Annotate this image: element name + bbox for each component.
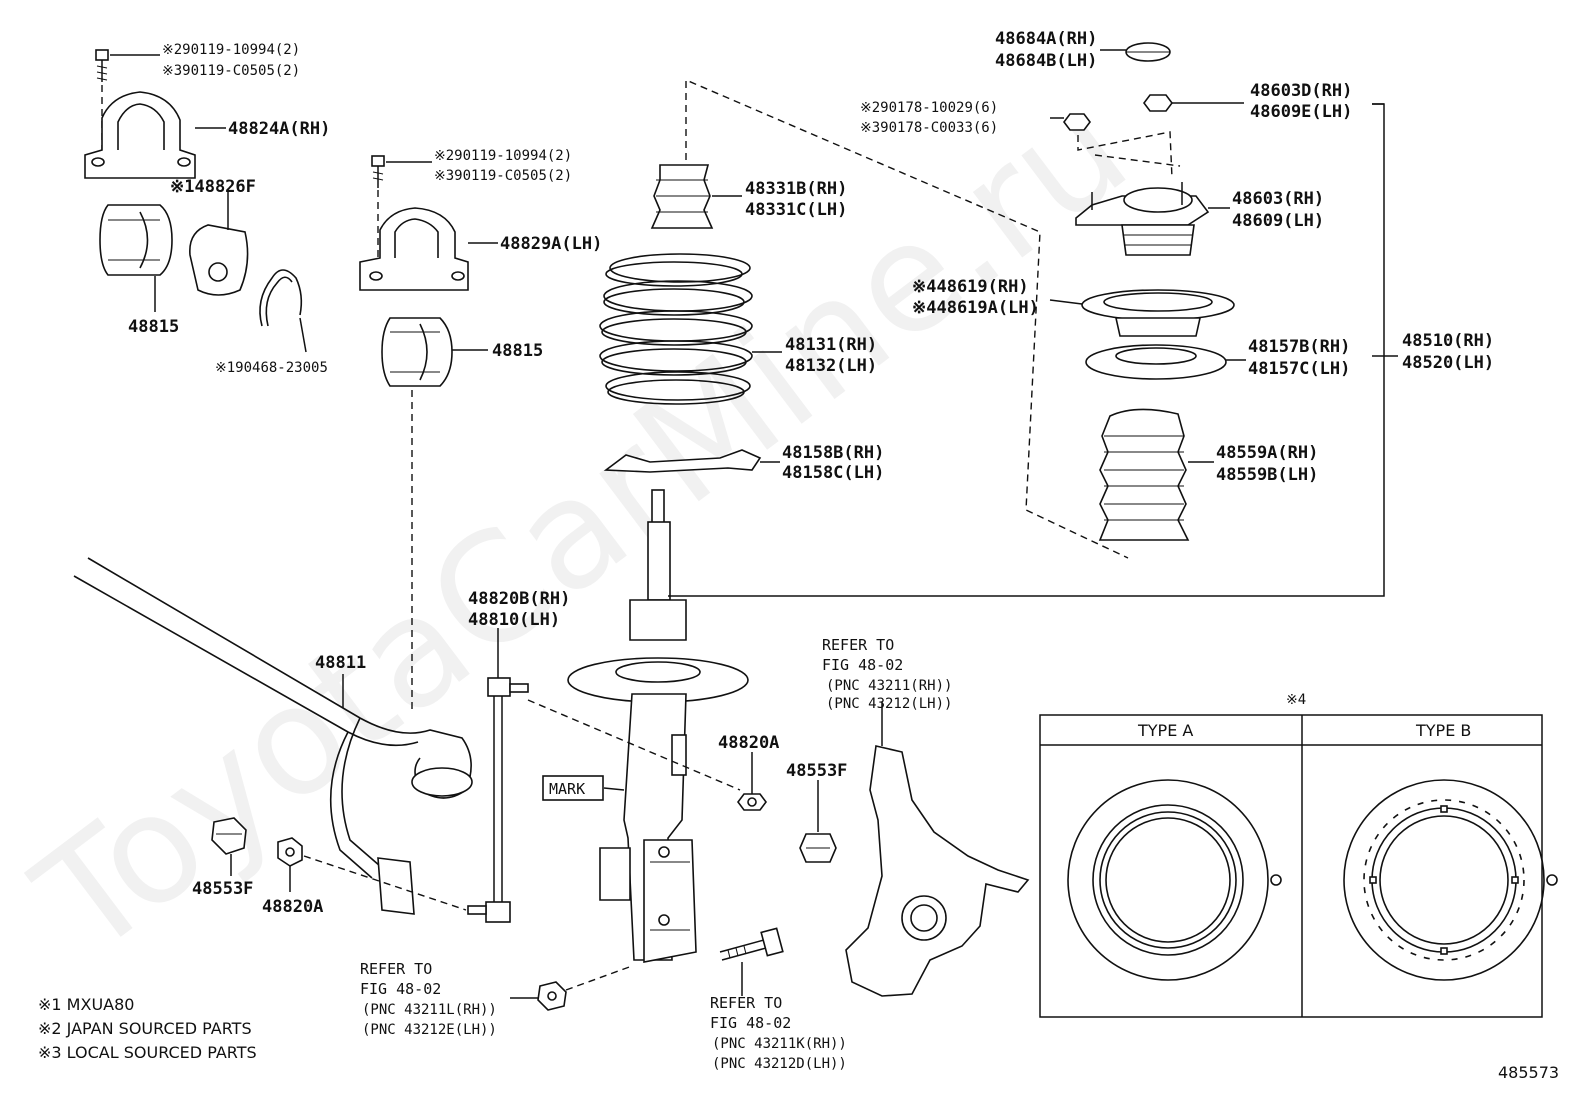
bearing-type-a-drawing [1067, 779, 1282, 981]
cap-label-b: 48684B(LH) [995, 51, 1097, 71]
bumper-label-a: 48331B(RH) [745, 179, 847, 199]
ref-bottom-right-line3: (PNC 43211K(RH)) [712, 1036, 847, 1052]
cap-label-a: 48684A(RH) [995, 29, 1097, 49]
insulator-label-a: 48158B(RH) [782, 443, 884, 463]
boot-label-b: 48559B(LH) [1216, 465, 1318, 485]
assy-label-b: 48520(LH) [1402, 353, 1494, 373]
ref-bottom-right-line1: REFER TO [710, 994, 782, 1012]
link-label-b: 48810(LH) [468, 610, 560, 630]
bushing-middle-label: 48815 [492, 341, 543, 361]
bumper-label-b: 48331C(LH) [745, 200, 847, 220]
insulator-label-b: 48158C(LH) [782, 463, 884, 483]
stabilizer-link [467, 677, 529, 923]
bump-stopper [650, 164, 714, 229]
boot-label-a: 48559A(RH) [1216, 443, 1318, 463]
spring-label-a: 48131(RH) [785, 335, 877, 355]
knuckle-reference: REFER TO FIG 48-02 (PNC 43211(RH)) (PNC … [822, 636, 952, 712]
ref-knuckle-line4: (PNC 43212(LH)) [826, 696, 952, 712]
link-label-a: 48820B(RH) [468, 589, 570, 609]
ref-bottom-right-line4: (PNC 43212D(LH)) [712, 1056, 847, 1072]
upper-spring-insulator [1085, 344, 1227, 380]
bolt-left [95, 49, 109, 82]
ref-knuckle-line3: (PNC 43211(RH)) [826, 678, 952, 694]
legend-note-3: ※3 LOCAL SOURCED PARTS [38, 1043, 257, 1062]
type-box-mark: ※4 [1286, 692, 1306, 708]
upper-ins-label-a: 48157B(RH) [1248, 337, 1350, 357]
bushing-cover-label: ※148826F [170, 177, 256, 197]
ref-bottom-left-line1: REFER TO [360, 960, 432, 978]
lower-spring-insulator [603, 449, 762, 473]
type-a-header: TYPE A [1137, 721, 1193, 740]
dust-boot [1098, 408, 1190, 541]
strut-upper-support [1075, 182, 1210, 256]
left-nut-label-a: 48553F [192, 879, 253, 899]
support-label-b: 48609(LH) [1232, 211, 1324, 231]
support-label-a: 48603(RH) [1232, 189, 1324, 209]
left-nut-label-b: 48820A [262, 897, 323, 917]
mark-label: MARK [549, 780, 585, 798]
diagram-id: 485573 [1498, 1063, 1559, 1082]
knuckle-flange-nut [799, 833, 837, 863]
suspension-bearing [1081, 289, 1235, 337]
strut-lower-nut [537, 981, 567, 1011]
stabilizer-bracket-rh [84, 91, 196, 179]
legend-note-2: ※2 JAPAN SOURCED PARTS [38, 1019, 252, 1038]
upper-lock-nut [1143, 94, 1173, 112]
ref-bottom-left-line2: FIG 48-02 [360, 980, 441, 998]
ref-bottom-right-line2: FIG 48-02 [710, 1014, 791, 1032]
bolt-middle [371, 155, 385, 188]
left-link-nut [277, 837, 303, 867]
bearing-type-box: ※4 TYPE A TYPE B [1039, 692, 1558, 1018]
bracket-rh-label: 48824A(RH) [228, 119, 330, 139]
mount-nut-label-a: ※290178-10029(6) [860, 100, 998, 116]
knuckle-nut-label: 48553F [786, 761, 847, 781]
bearing-label-b: ※448619A(LH) [912, 298, 1039, 318]
retaining-clip [259, 269, 303, 327]
bushing-left-label: 48815 [128, 317, 179, 337]
stabilizer-bracket-lh [359, 207, 469, 291]
type-b-header: TYPE B [1415, 721, 1471, 740]
footnote-legend: ※1 MXUA80 ※2 JAPAN SOURCED PARTS ※3 LOCA… [38, 995, 257, 1062]
legend-note-1: ※1 MXUA80 [38, 995, 134, 1014]
bolt-left-label-a: ※290119-10994(2) [162, 42, 300, 58]
ref-knuckle-line2: FIG 48-02 [822, 656, 903, 674]
ref-bottom-left: REFER TO FIG 48-02 (PNC 43211L(RH)) (PNC… [360, 960, 497, 1038]
link-nut [737, 793, 767, 811]
ref-bottom-right: REFER TO FIG 48-02 (PNC 43211K(RH)) (PNC… [710, 994, 847, 1072]
bolt-middle-label-a: ※290119-10994(2) [434, 148, 572, 164]
mount-nut [1063, 113, 1091, 131]
watermark: ToyotaCarMine.ru [6, 61, 1158, 989]
bracket-lh-label: 48829A(LH) [500, 234, 602, 254]
bearing-type-b-drawing [1343, 779, 1558, 981]
spring-label-b: 48132(LH) [785, 356, 877, 376]
assy-label-a: 48510(RH) [1402, 331, 1494, 351]
ref-bottom-left-line3: (PNC 43211L(RH)) [362, 1002, 497, 1018]
dust-cap [1125, 42, 1171, 62]
coil-spring [599, 253, 753, 405]
shock-absorber-strut [567, 489, 749, 963]
link-nut-label: 48820A [718, 733, 779, 753]
upper-ins-label-b: 48157C(LH) [1248, 359, 1350, 379]
bushing-cover [189, 224, 249, 296]
stabilizer-bushing-middle [381, 317, 453, 387]
stabilizer-bar-label: 48811 [315, 653, 366, 673]
locknut-label-a: 48603D(RH) [1250, 81, 1352, 101]
bolt-middle-label-b: ※390119-C0505(2) [434, 168, 572, 184]
stabilizer-bushing-left [99, 204, 173, 276]
locknut-label-b: 48609E(LH) [1250, 102, 1352, 122]
strut-lower-bolt [719, 927, 784, 961]
bearing-label-a: ※448619(RH) [912, 277, 1029, 297]
ref-knuckle-line1: REFER TO [822, 636, 894, 654]
mark-box: MARK [542, 775, 604, 801]
bolt-left-label-b: ※390119-C0505(2) [162, 63, 300, 79]
ref-bottom-left-line4: (PNC 43212E(LH)) [362, 1022, 497, 1038]
steering-knuckle [845, 745, 1030, 997]
mount-nut-label-b: ※390178-C0033(6) [860, 120, 998, 136]
clip-label: ※190468-23005 [215, 360, 328, 376]
left-flange-nut [211, 817, 247, 855]
